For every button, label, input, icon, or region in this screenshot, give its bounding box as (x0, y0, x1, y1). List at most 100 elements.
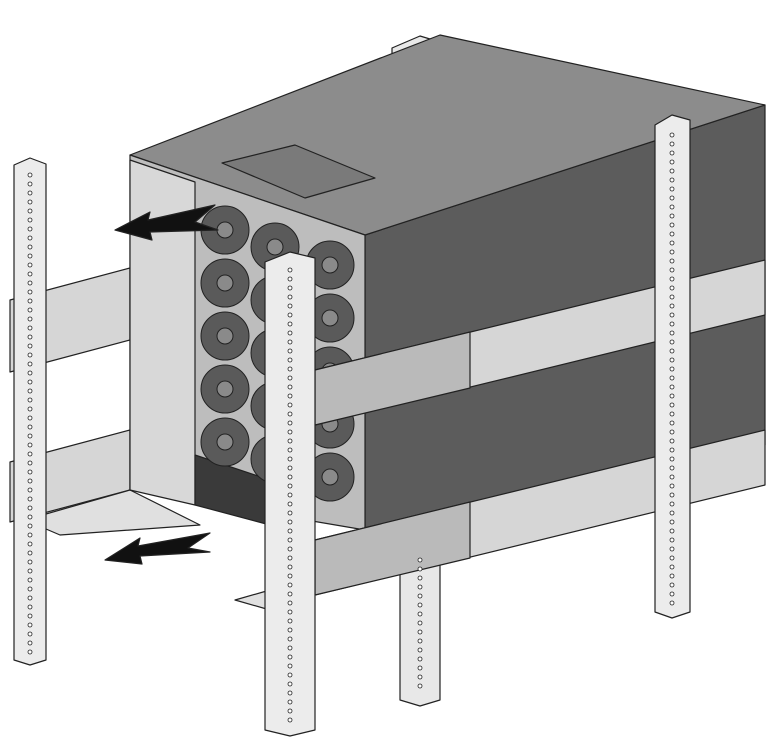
rail-hole (669, 357, 675, 363)
rail-hole (669, 537, 675, 543)
rail-hole (417, 584, 423, 590)
rail-hole (27, 370, 33, 376)
rail-hole (669, 240, 675, 246)
rail-hole (669, 375, 675, 381)
rail-hole (287, 357, 293, 363)
rail-hole (417, 611, 423, 617)
rail-hole (417, 620, 423, 626)
rail-hole (27, 280, 33, 286)
rail-hole (417, 602, 423, 608)
rail-hole (287, 366, 293, 372)
rail-hole (669, 510, 675, 516)
rail-hole (27, 343, 33, 349)
fan-hub (266, 238, 284, 256)
rail-hole (27, 505, 33, 511)
rail-hole (287, 501, 293, 507)
rail-hole (287, 573, 293, 579)
rail-hole (27, 469, 33, 475)
rail-hole (669, 159, 675, 165)
rail-hole (27, 496, 33, 502)
rail-hole (287, 717, 293, 723)
rail-hole (27, 181, 33, 187)
rail-hole (27, 451, 33, 457)
fan-hub (216, 433, 234, 451)
rail-hole (287, 528, 293, 534)
rail-hole (417, 638, 423, 644)
rail-hole (27, 622, 33, 628)
rail-hole (669, 492, 675, 498)
fan-hub (216, 327, 234, 345)
rail-hole (27, 199, 33, 205)
rail-hole (287, 627, 293, 633)
rail-hole (287, 690, 293, 696)
rail-hole (669, 483, 675, 489)
rail-hole (669, 600, 675, 606)
rail-hole (669, 366, 675, 372)
rail-hole (27, 379, 33, 385)
rail-hole (27, 640, 33, 646)
rail-hole (287, 384, 293, 390)
rail-hole (287, 555, 293, 561)
rail-hole (669, 204, 675, 210)
rail-hole (669, 150, 675, 156)
rail-hole (669, 294, 675, 300)
rail-hole (27, 442, 33, 448)
fan-hub (216, 221, 234, 239)
rail-hole (287, 375, 293, 381)
rail-hole (287, 348, 293, 354)
rail-hole (669, 267, 675, 273)
rail-hole (669, 438, 675, 444)
rail-hole (287, 582, 293, 588)
chassis-top-vent-plate (221, 144, 376, 199)
rail-hole (669, 195, 675, 201)
rail-hole (287, 600, 293, 606)
pull-arrow-lower (104, 532, 211, 565)
rail-hole (27, 190, 33, 196)
rail-hole (669, 555, 675, 561)
rail-hole (669, 222, 675, 228)
rail-hole (287, 438, 293, 444)
rail-hole (27, 649, 33, 655)
rail-hole (287, 465, 293, 471)
rail-hole (287, 645, 293, 651)
rail-hole (27, 271, 33, 277)
rail-hole (27, 559, 33, 565)
rail-holes (27, 132, 675, 723)
fan-hub (321, 309, 339, 327)
rail-hole (287, 519, 293, 525)
rail-hole (669, 582, 675, 588)
rail-hole (669, 186, 675, 192)
rail-hole (669, 564, 675, 570)
rail-hole (287, 447, 293, 453)
rail-hole (27, 172, 33, 178)
rail-hole (669, 546, 675, 552)
rail-hole (287, 699, 293, 705)
fan-hub (216, 380, 234, 398)
rail-hole (287, 285, 293, 291)
rail-hole (27, 586, 33, 592)
rail-hole (27, 541, 33, 547)
rail-hole (287, 618, 293, 624)
rail-hole (669, 339, 675, 345)
rail-hole (287, 510, 293, 516)
rail-hole (27, 298, 33, 304)
rail-hole (287, 636, 293, 642)
rail-hole (417, 683, 423, 689)
rail-hole (417, 629, 423, 635)
rail-hole (669, 474, 675, 480)
rail-hole (287, 609, 293, 615)
rail-hole (669, 411, 675, 417)
rail-hole (287, 321, 293, 327)
rail-hole (669, 132, 675, 138)
rail-hole (669, 573, 675, 579)
rail-hole (287, 663, 293, 669)
left-shelf (24, 489, 201, 536)
rail-hole (669, 321, 675, 327)
rail-hole (27, 226, 33, 232)
rail-hole (27, 568, 33, 574)
rail-hole (287, 339, 293, 345)
rail-hole (669, 168, 675, 174)
rail-hole (27, 550, 33, 556)
rail-hole (669, 348, 675, 354)
rail-hole (669, 429, 675, 435)
